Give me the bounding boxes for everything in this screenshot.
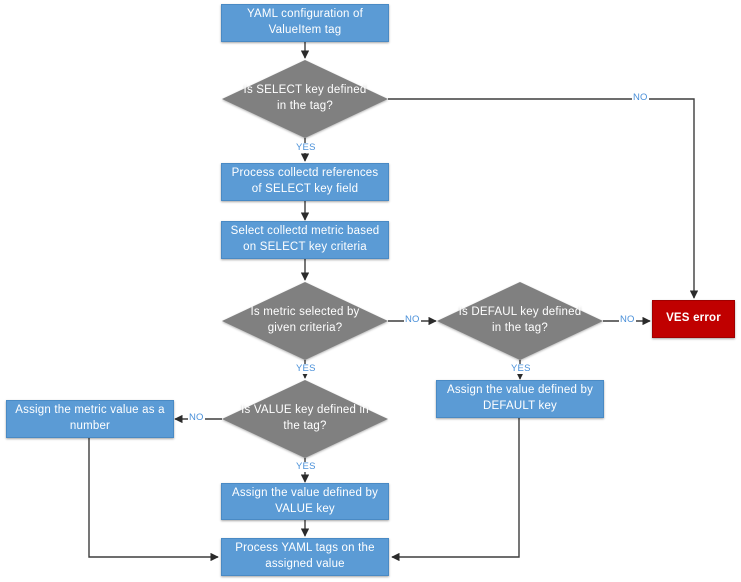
edge-label-value-yes: YES	[295, 461, 317, 472]
node-assign-number[interactable]: Assign the metric value as a number	[6, 400, 174, 438]
edge-label-defaul-yes: YES	[510, 363, 532, 374]
node-defaul-key-decision[interactable]: Is DEFAUL key defined in the tag?	[437, 282, 603, 360]
node-assign-default[interactable]: Assign the value defined by DEFAULT key	[436, 380, 604, 418]
edge-number-to-tags	[88, 438, 219, 562]
node-ves-error[interactable]: VES error	[652, 300, 735, 338]
node-select-metric[interactable]: Select collectd metric based on SELECT k…	[221, 221, 389, 259]
node-process-references-label: Process collectd references of SELECT ke…	[231, 167, 379, 195]
node-select-key-label: Is SELECT key defined in the tag?	[243, 84, 367, 112]
node-metric-selected-decision[interactable]: Is metric selected by given criteria?	[222, 282, 388, 360]
node-defaul-key-label: Is DEFAUL key defined in the tag?	[458, 306, 582, 334]
node-assign-value-label: Assign the value defined by VALUE key	[231, 486, 379, 515]
edge-label-metric-yes: YES	[295, 363, 317, 374]
node-value-key-label: Is VALUE key defined in the tag?	[241, 404, 369, 432]
node-metric-selected-label: Is metric selected by given criteria?	[250, 306, 360, 334]
edge-label-select-yes: YES	[295, 142, 317, 153]
node-ves-error-label: VES error	[666, 312, 721, 325]
edge-select-no	[388, 98, 699, 299]
node-select-metric-label: Select collectd metric based on SELECT k…	[230, 225, 380, 253]
node-process-tags[interactable]: Process YAML tags on the assigned value	[221, 538, 389, 576]
node-assign-value[interactable]: Assign the value defined by VALUE key	[221, 483, 389, 520]
node-value-key-decision[interactable]: Is VALUE key defined in the tag?	[222, 380, 388, 458]
node-assign-default-label: Assign the value defined by DEFAULT key	[446, 384, 594, 412]
node-assign-number-label: Assign the metric value as a number	[15, 404, 165, 432]
edge-label-metric-no: NO	[404, 314, 421, 325]
node-start-label: YAML configuration of ValueItem tag	[246, 8, 364, 36]
node-start[interactable]: YAML configuration of ValueItem tag	[221, 4, 389, 42]
edge-label-defaul-no: NO	[619, 314, 636, 325]
node-select-key-decision[interactable]: Is SELECT key defined in the tag?	[222, 60, 388, 138]
edge-default-to-tags	[391, 417, 520, 562]
edge-label-value-no: NO	[188, 412, 205, 423]
node-process-tags-label: Process YAML tags on the assigned value	[235, 542, 375, 570]
edge-label-select-no: NO	[632, 92, 649, 103]
node-process-references[interactable]: Process collectd references of SELECT ke…	[221, 163, 389, 201]
